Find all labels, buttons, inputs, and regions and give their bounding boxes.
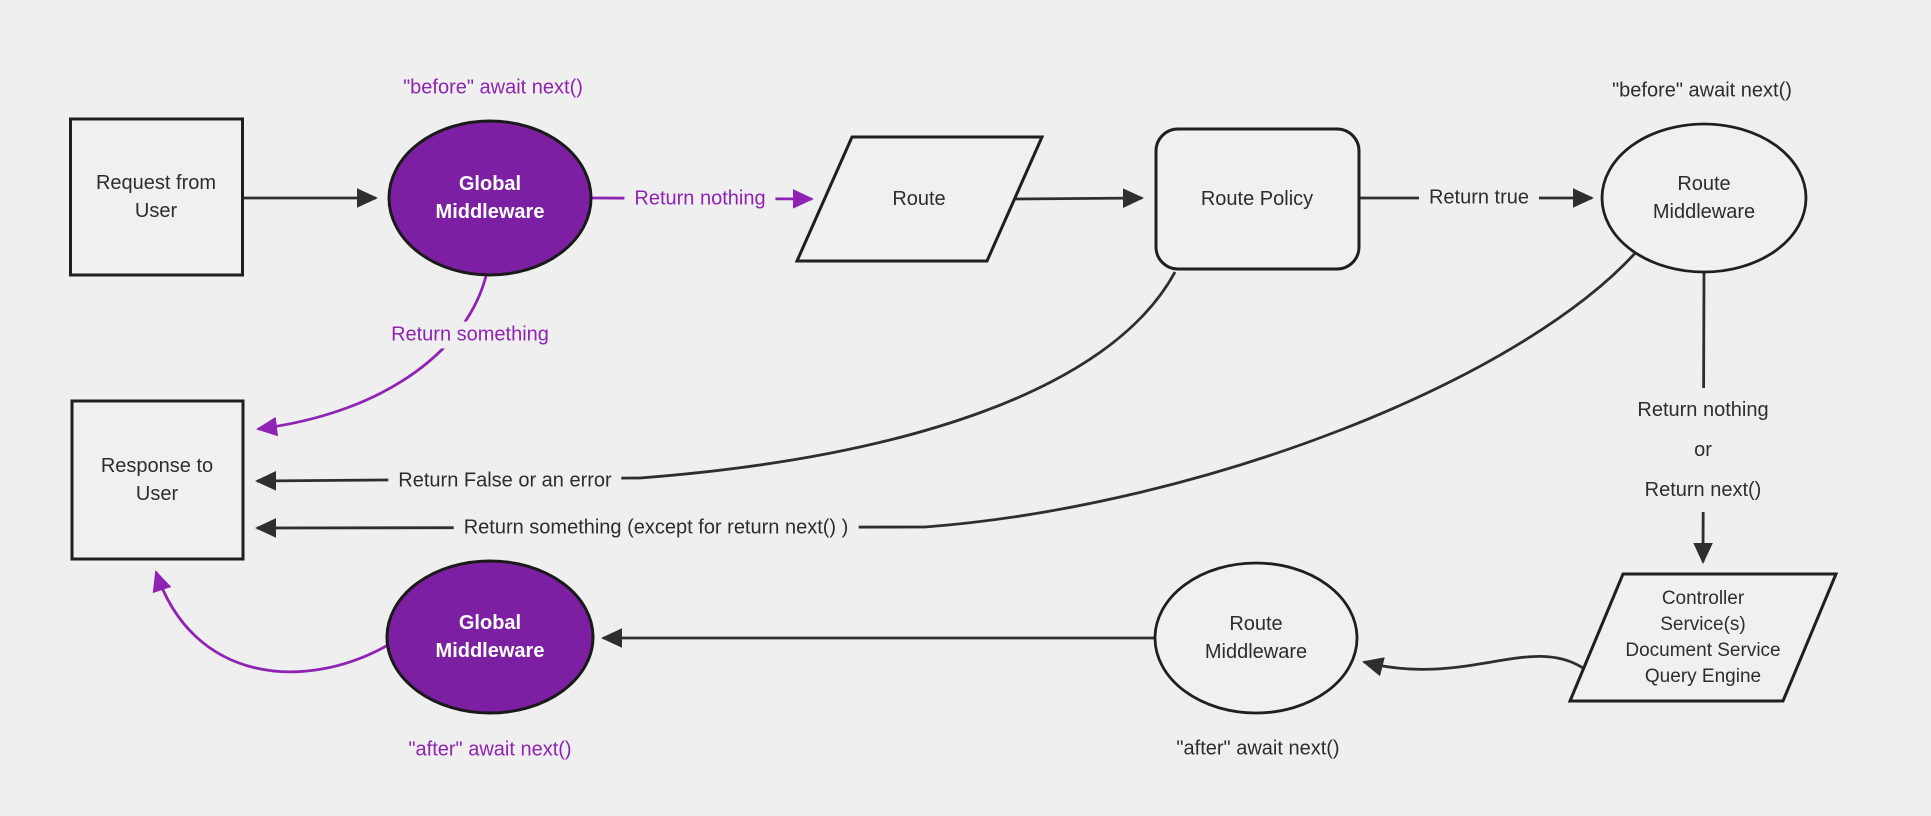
route-middleware-top-node-shape — [1600, 122, 1808, 274]
controller-node-shape — [1567, 572, 1839, 703]
request-node-shape — [69, 117, 244, 277]
before-await-next-global-label: "before" await next() — [403, 76, 583, 99]
return-nothing-or-next-line-1: Return nothing — [1637, 399, 1769, 421]
controller-node-line-1: Controller — [1661, 588, 1745, 609]
route-middleware-top-node-label: Route Middleware — [1652, 173, 1756, 223]
request-node-label: Request from User — [95, 172, 217, 222]
return-nothing-or-next-line-3: Return next() — [1644, 479, 1762, 501]
edge-route-to-route-policy — [1013, 188, 1144, 208]
edge-return-something-to-response — [256, 275, 488, 437]
edge-return-something-except-to-response — [255, 249, 1640, 538]
route-policy-node-label: Route Policy — [1200, 188, 1314, 210]
global-middleware-top-node-label: Global Middleware — [435, 173, 545, 223]
after-await-next-route-label: "after" await next() — [1176, 737, 1340, 760]
global-middleware-bottom-node-label: Global Middleware — [435, 612, 545, 662]
return-false-or-error-label: Return False or an error — [388, 467, 622, 495]
return-nothing-or-next-line-2: or — [1694, 439, 1712, 461]
global-middleware-bottom-node-shape — [385, 559, 595, 715]
route-policy-node-shape — [1154, 127, 1361, 271]
controller-node-line-4: Query Engine — [1644, 666, 1762, 687]
edge-return-false-to-response — [255, 271, 1177, 491]
route-node-label: Route — [892, 188, 946, 210]
global-middleware-top-node-shape — [387, 119, 593, 277]
after-await-next-global-label: "after" await next() — [408, 738, 572, 761]
response-node-label: Response to User — [100, 455, 214, 505]
return-nothing-or-next-label: Return nothing or Return next() — [1627, 388, 1779, 512]
route-middleware-bottom-node-shape — [1153, 561, 1359, 715]
edge-global-middleware-bottom-to-response — [152, 570, 389, 674]
route-middleware-bottom-node-label: Route Middleware — [1204, 613, 1308, 663]
response-node-shape — [70, 399, 245, 561]
controller-node-label: Controller Service(s) Document Service Q… — [1603, 586, 1803, 690]
before-await-next-route-label: "before" await next() — [1612, 79, 1792, 102]
return-something-except-label: Return something (except for return next… — [453, 514, 859, 542]
controller-node-line-2: Service(s) — [1660, 614, 1746, 635]
return-nothing-label: Return nothing — [624, 185, 776, 213]
route-node-shape — [794, 135, 1045, 263]
return-true-label: Return true — [1418, 184, 1540, 212]
controller-node-line-3: Document Service — [1625, 640, 1781, 661]
return-something-label: Return something — [381, 321, 559, 349]
edge-controller-to-route-middleware-bottom — [1362, 654, 1584, 677]
